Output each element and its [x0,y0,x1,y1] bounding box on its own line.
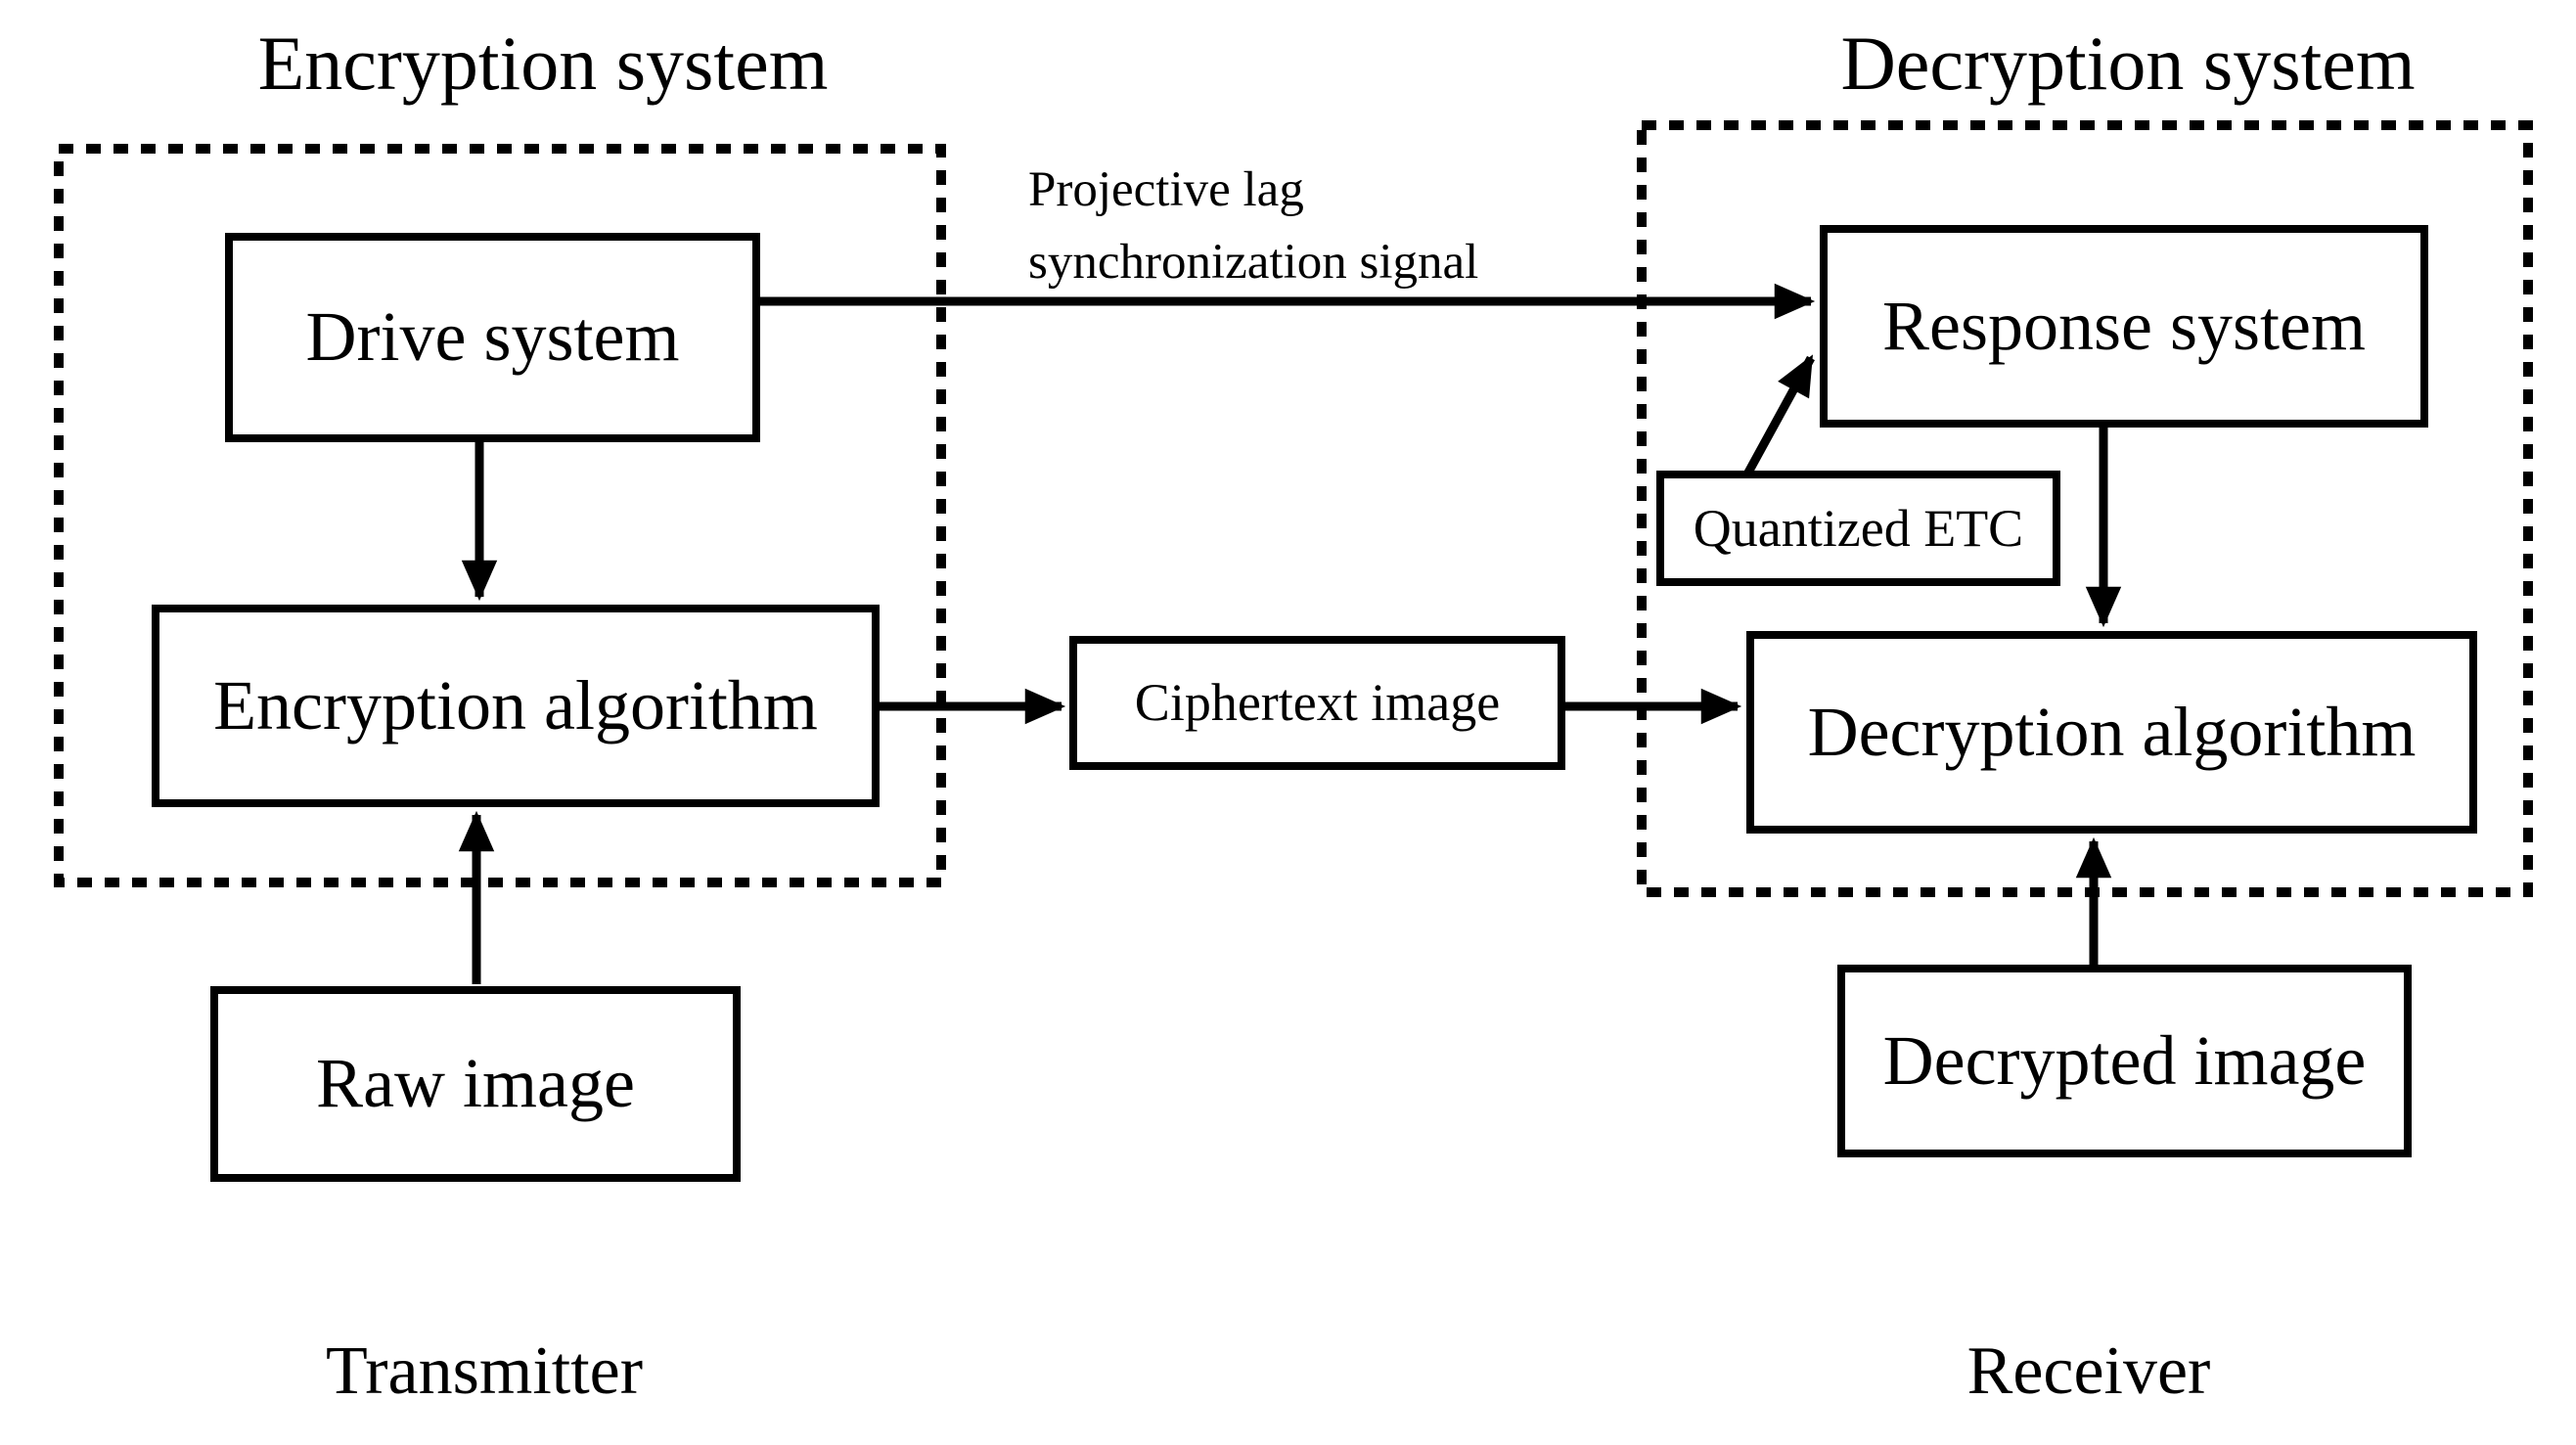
encryption-algorithm-box: Encryption algorithm [152,605,880,807]
ciphertext-image-box: Ciphertext image [1069,636,1565,770]
sync-signal-label-line2: synchronization signal [1028,234,1479,290]
arrow-quantized-etc-to-response [1740,354,1815,484]
raw-image-label: Raw image [316,1044,635,1123]
quantized-etc-label: Quantized ETC [1693,498,2024,558]
decryption-algorithm-label: Decryption algorithm [1807,692,2417,771]
response-system-box: Response system [1820,225,2428,428]
decrypted-image-box: Decrypted image [1837,965,2412,1157]
drive-system-label: Drive system [305,297,680,377]
ciphertext-image-label: Ciphertext image [1134,673,1501,733]
transmitter-label: Transmitter [325,1333,644,1409]
decrypted-image-label: Decrypted image [1882,1020,2367,1100]
decryption-algorithm-box: Decryption algorithm [1746,631,2477,834]
sync-signal-label-line1: Projective lag [1028,162,1304,217]
encryption-system-dotted-border [54,144,946,887]
raw-image-box: Raw image [210,986,741,1182]
quantized-etc-box: Quantized ETC [1656,471,2060,586]
decryption-system-title: Decryption system [1840,21,2416,106]
drive-system-box: Drive system [225,233,760,442]
sync-signal-label: Projective lag synchronization signal [1028,155,1478,299]
encryption-algorithm-label: Encryption algorithm [213,665,818,745]
decryption-system-dotted-border [1637,120,2533,897]
encryption-system-title: Encryption system [257,21,829,106]
response-system-label: Response system [1882,286,2366,365]
receiver-label: Receiver [1966,1333,2211,1409]
